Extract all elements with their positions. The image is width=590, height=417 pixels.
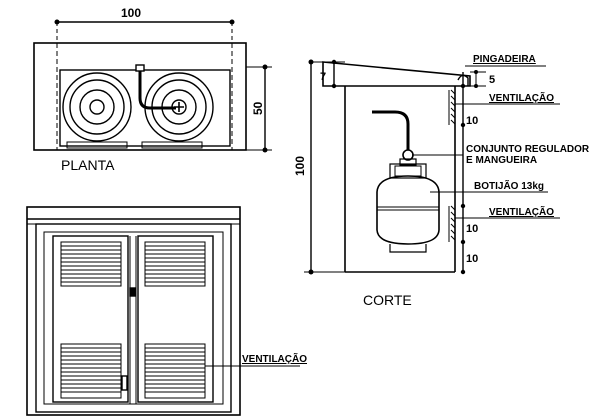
vent-bottom-label: VENTILAÇÃO bbox=[489, 205, 554, 218]
elevation-handle bbox=[129, 287, 136, 297]
section-vent-bottom-dim: 10 bbox=[466, 223, 478, 235]
plan-title: PLANTA bbox=[61, 157, 115, 173]
section-drip-dim: 5 bbox=[489, 74, 495, 86]
elevation-vent-label: VENTILAÇÃO bbox=[242, 352, 307, 365]
section-view bbox=[304, 59, 560, 275]
plan-view bbox=[33, 19, 272, 153]
elevation-door-left bbox=[52, 235, 129, 403]
plan-depth-dim: 50 bbox=[251, 101, 265, 115]
section-top-slab bbox=[322, 61, 471, 87]
front-elevation bbox=[26, 206, 300, 416]
section-title: CORTE bbox=[363, 292, 412, 308]
section-vent-top-dim: 10 bbox=[466, 115, 478, 127]
plan-width-dim: 100 bbox=[121, 6, 141, 20]
cylinder-label: BOTIJÃO 13kg bbox=[474, 179, 544, 192]
elevation-outline bbox=[26, 206, 241, 416]
plan-stove-area bbox=[59, 69, 231, 147]
plan-hose bbox=[138, 70, 176, 110]
section-height-dim: 100 bbox=[293, 156, 307, 176]
elevation-door-right bbox=[137, 235, 214, 403]
section-vent-top bbox=[448, 89, 456, 125]
drip-edge-label: PINGADEIRA bbox=[473, 54, 536, 65]
section-top-dim: 7 bbox=[320, 71, 326, 83]
regulator-label-line1: CONJUNTO REGULADOR bbox=[466, 144, 590, 155]
section-base-dim: 10 bbox=[466, 253, 478, 265]
section-hose bbox=[372, 110, 410, 150]
section-gas-cylinder bbox=[376, 163, 440, 253]
plan-countertop bbox=[33, 42, 247, 151]
section-vent-bottom bbox=[448, 205, 456, 242]
vent-top-label: VENTILAÇÃO bbox=[489, 91, 554, 104]
plan-burner-left bbox=[62, 72, 132, 142]
regulator-label-line2: E MANGUEIRA bbox=[466, 155, 537, 166]
